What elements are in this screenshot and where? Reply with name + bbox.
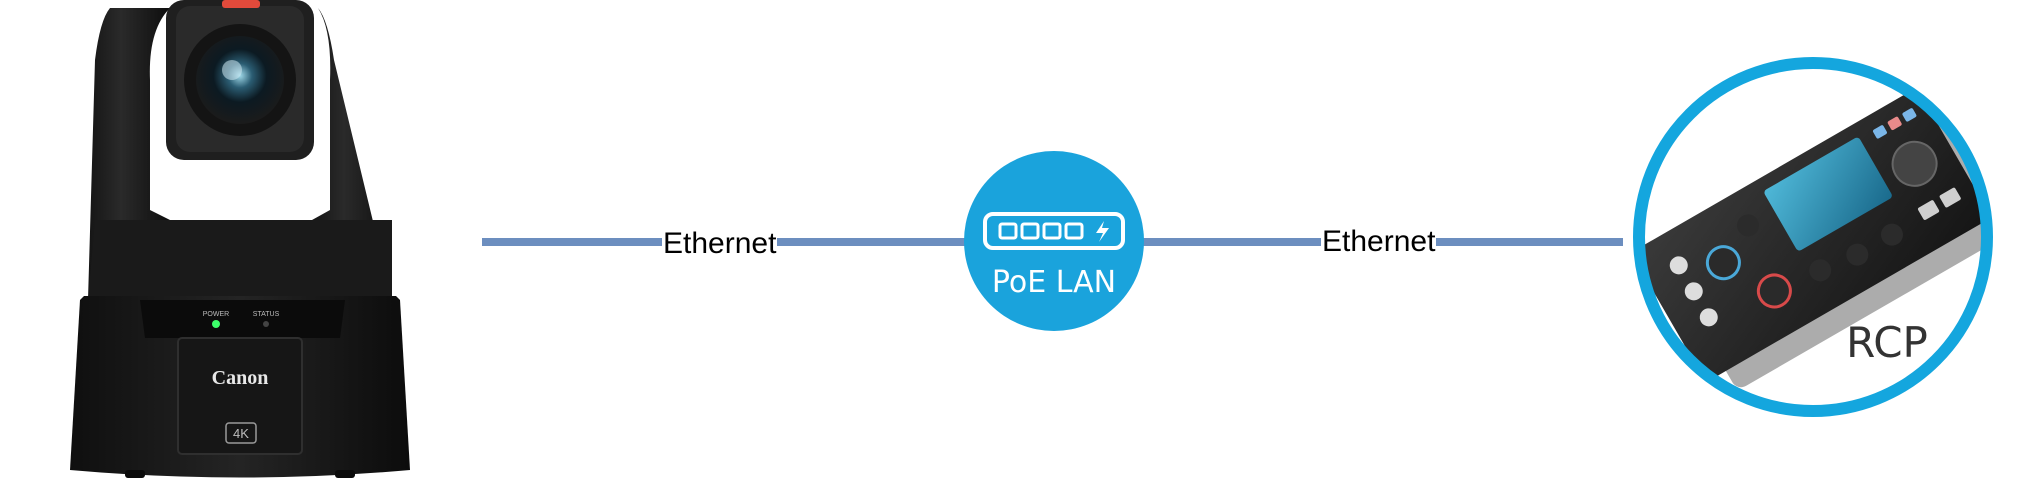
network-switch-icon: PoE LAN [964, 151, 1144, 331]
camera-status-indicator-label: STATUS [253, 311, 280, 318]
remote-control-panel-icon: RCP [1633, 57, 1993, 417]
camera-brand-logo: Canon [212, 367, 269, 389]
rcp-label: RCP [1846, 318, 1928, 367]
camera-4k-badge: 4K [233, 426, 249, 441]
connection-label-switch-to-rcp: Ethernet [1321, 224, 1437, 260]
ptz-camera-icon: POWER STATUS Canon 4K [70, 0, 410, 478]
poe-lan-label: PoE LAN [992, 265, 1116, 300]
connection-label-camera-to-switch: Ethernet [662, 226, 778, 262]
camera-power-indicator-label: POWER [203, 311, 229, 318]
